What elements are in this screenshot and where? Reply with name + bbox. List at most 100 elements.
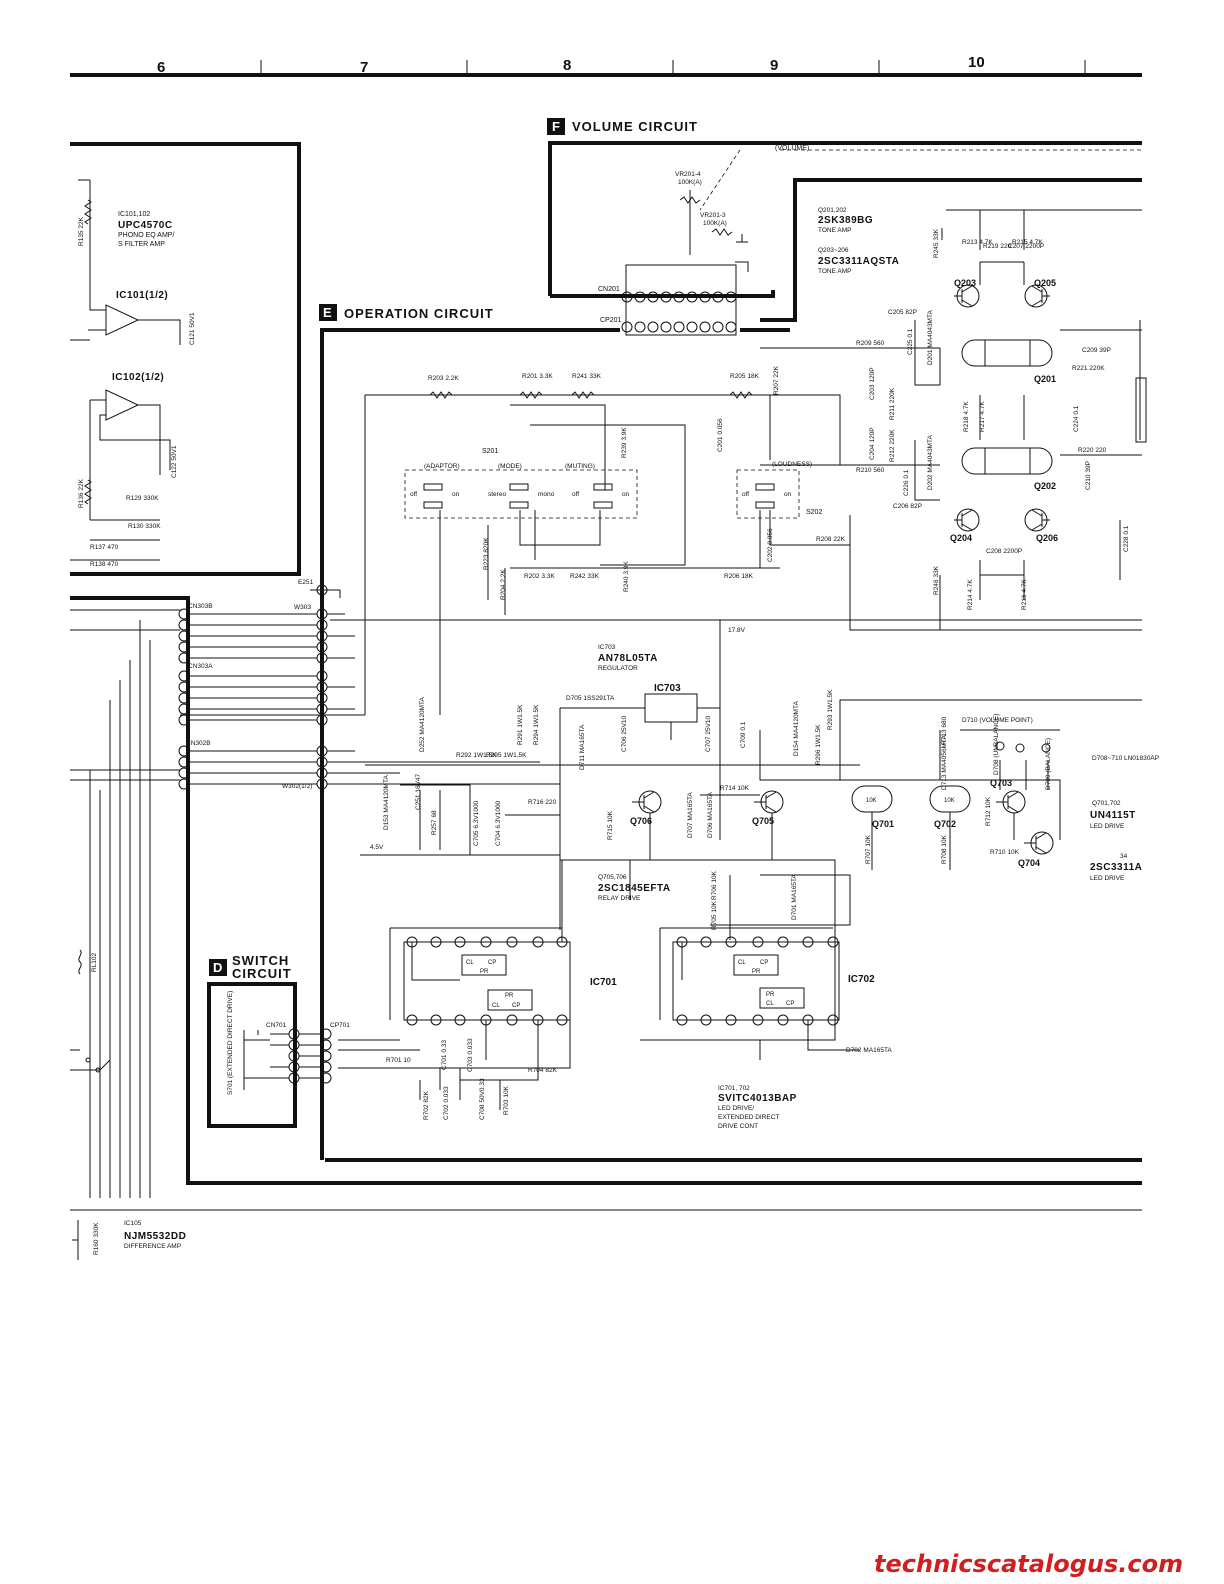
q704-label: Q704 — [1018, 858, 1040, 868]
ic702-cl1: CL — [738, 960, 746, 966]
q702-label: Q702 — [934, 819, 956, 829]
c706-label: C706 25V10 — [621, 715, 628, 752]
r712-label: R712 10K — [985, 796, 992, 826]
s202-label: S202 — [806, 509, 822, 516]
ic101-ref: IC101,102 — [118, 211, 150, 218]
q201-part: 2SK389BG — [818, 215, 873, 226]
ic102-half-label: IC102(1/2) — [112, 372, 164, 383]
ic701-cp1: CP — [488, 960, 496, 966]
muting-label: (MUTING) — [565, 463, 595, 470]
q201-label: Q201 — [1034, 374, 1056, 384]
q206-label: Q206 — [1036, 533, 1058, 543]
r211-label: R211 220K — [889, 387, 896, 420]
q705-706-ref: Q705,706 — [598, 874, 627, 881]
q701-702-part: UN4115T — [1090, 810, 1136, 821]
d201-label: D201 MA4043MTA — [927, 310, 934, 365]
r201-label: R201 3.3K — [522, 373, 553, 380]
volume-link-label: (VOLUME) — [775, 145, 809, 152]
q706-symbol — [632, 790, 662, 814]
ic105-desc: DIFFERENCE AMP — [124, 1243, 181, 1250]
s201-switch-box[interactable] — [404, 469, 638, 519]
r710-label: R710 10K — [990, 849, 1020, 856]
q701-702-desc: LED DRIVE — [1090, 823, 1125, 830]
ic701-cl1: CL — [466, 960, 474, 966]
r713-label: R713 680 — [941, 716, 948, 745]
vr201-3-value: 100K(A) — [703, 220, 727, 227]
ic703-desc: REGULATOR — [598, 665, 638, 672]
r240-label: R240 3.9K — [623, 561, 630, 592]
r135-label: R135 22K — [78, 216, 85, 246]
rl102-label: RL102 — [91, 952, 98, 972]
q203-part: 2SC3311AQSTA — [818, 256, 899, 267]
q701-symbol: 10K — [851, 785, 893, 813]
cn303a-label: CN303A — [188, 663, 213, 670]
q705-706-desc: RELAY DRIVE — [598, 895, 641, 902]
q201-ref: Q201,202 — [818, 207, 847, 214]
r214-label: R214 4.7K — [967, 579, 974, 610]
section-f-title: VOLUME CIRCUIT — [572, 119, 698, 134]
ic702-cl2: CL — [766, 1001, 774, 1007]
r706-label: R706 10K — [711, 870, 718, 900]
q201-desc: TONE AMP — [818, 227, 851, 234]
s202-switch-box[interactable] — [736, 469, 800, 519]
section-e-title: OPERATION CIRCUIT — [344, 306, 494, 321]
c709-label: C709 0.1 — [740, 721, 747, 748]
ic701-702-ref: IC701, 702 — [718, 1085, 750, 1092]
r714-label: R714 10K — [720, 785, 750, 792]
ic703-ref: IC703 — [598, 644, 616, 651]
c225-label: C225 0.1 — [907, 328, 914, 355]
ic702-pr1: PR — [752, 969, 761, 975]
c207-label: C207 2200P — [1008, 243, 1044, 250]
section-d-letter: D — [213, 960, 222, 975]
r702-label: R702 82K — [423, 1090, 430, 1120]
vr201-4-label: VR201-4 — [675, 171, 701, 178]
operation-circuit-section: E OPERATION CIRCUIT R203 2.2K R201 3.3K … — [180, 304, 1159, 1162]
q203-desc: TONE AMP — [818, 268, 851, 275]
c251-label: C251 16V47 — [415, 773, 422, 810]
ic702-chip — [672, 941, 840, 1021]
ic105-ref: IC105 — [124, 1220, 142, 1227]
svg-text:10K: 10K — [944, 798, 955, 804]
d711-label: D711 MA165TA — [579, 724, 586, 770]
v17-8-label: 17.8V — [728, 627, 746, 634]
ic101-desc2: S FILTER AMP — [118, 241, 165, 248]
q703-label: Q703 — [990, 778, 1012, 788]
adaptor-off: off — [410, 491, 417, 498]
c702-label: C702 0.033 — [443, 1086, 450, 1120]
r223-label: R223 820K — [483, 537, 490, 570]
ic701-702-part: SVITC4013BAP — [718, 1093, 797, 1104]
c708-label: C708 50V0.33 — [479, 1078, 486, 1120]
d710-label: D710 (VOLUME POINT) — [962, 717, 1033, 724]
s701-label[interactable]: S701 (EXTENDED DIRECT DRIVE) — [227, 991, 234, 1095]
q705-706-part: 2SC1845EFTA — [598, 883, 671, 894]
e251-label: E251 — [298, 579, 314, 586]
c206-label: C206 82P — [893, 503, 922, 510]
cp201-label: CP201 — [600, 317, 622, 324]
cn201-pins — [621, 291, 737, 303]
q701-label: Q701 — [872, 819, 894, 829]
r296-label: R296 1W1.5K — [815, 724, 822, 765]
r705-label: R705 10K — [711, 900, 718, 930]
r136-symbol — [84, 479, 92, 505]
ic701-cp2: CP — [512, 1003, 520, 1009]
cn303b-label: CN303B — [188, 603, 213, 610]
c209-label: C209 39P — [1082, 347, 1111, 354]
q701-702-ref: Q701,702 — [1092, 800, 1121, 807]
q703-704-ref: 34 — [1120, 853, 1128, 860]
grid-header: 6 7 8 9 10 — [70, 54, 1142, 77]
d713-label: D713 MA4056MTA — [941, 735, 948, 790]
r204-label: R204 2.2K — [500, 569, 507, 600]
vr201-4-value: 100K(A) — [678, 179, 702, 186]
q202-label: Q202 — [1034, 481, 1056, 491]
grid-col-7: 7 — [360, 59, 368, 76]
r135-symbol — [84, 199, 92, 225]
q706-label: Q706 — [630, 816, 652, 826]
q704-symbol — [1024, 831, 1054, 855]
section-d-title2: CIRCUIT — [232, 966, 292, 981]
r210-label: R210 560 — [856, 467, 885, 474]
w302-label: W302(1/2) — [282, 783, 312, 790]
q703-704-desc: LED DRIVE — [1090, 875, 1125, 882]
q703-symbol — [996, 790, 1026, 814]
muting-on: on — [622, 491, 630, 498]
